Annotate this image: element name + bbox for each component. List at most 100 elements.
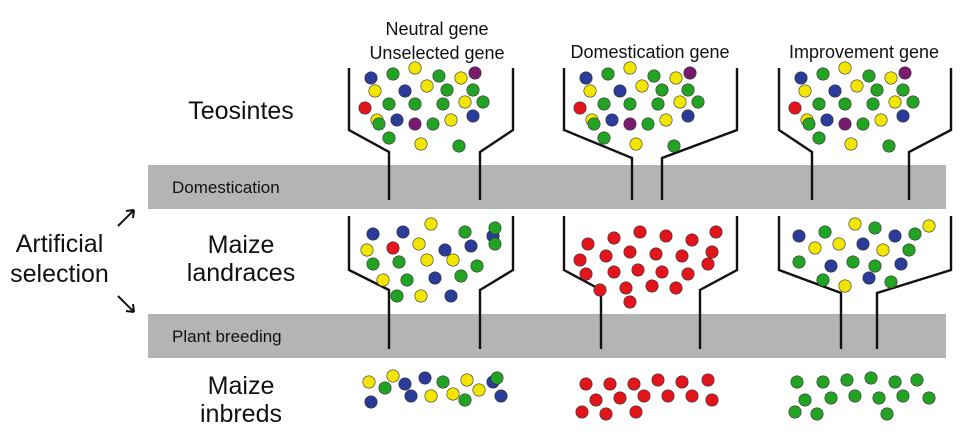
teosinte-improvement-dot — [820, 113, 834, 127]
inbred-improvement-dot — [840, 373, 854, 387]
teosinte-improvement-dot — [794, 71, 808, 85]
teosinte-improvement-dot — [844, 137, 858, 151]
landrace-domestication-dot — [669, 281, 683, 295]
landrace-improvement-dot — [848, 217, 862, 231]
artificial-selection-line2: selection — [10, 260, 109, 288]
landrace-domestication-dot — [685, 233, 699, 247]
teosinte-improvement-dot — [850, 79, 864, 93]
landrace-improvement-funnel-left-wall — [777, 216, 843, 349]
inbred-improvement-dot — [848, 389, 862, 403]
landrace-neutral-dot — [458, 225, 472, 239]
teosinte-domestication-dot — [623, 117, 637, 131]
landrace-domestication-dot — [681, 267, 695, 281]
selection-arrows — [117, 209, 135, 313]
teosinte-domestication-dot — [669, 71, 683, 85]
inbred-improvement-dot — [788, 405, 802, 419]
teosinte-improvement-dot — [798, 84, 812, 98]
landraces-label-line2: landraces — [186, 259, 296, 287]
landrace-neutral-funnel-right-wall — [478, 216, 515, 349]
landrace-domestication-dot — [633, 225, 647, 239]
landrace-domestication-dot — [619, 281, 633, 295]
landrace-neutral-dot — [386, 241, 400, 255]
inbred-improvement-dot — [790, 375, 804, 389]
landrace-domestication-dot — [645, 279, 659, 293]
landrace-improvement-dot — [876, 243, 890, 257]
inbred-neutral-dot — [418, 371, 432, 385]
breeding-band — [148, 314, 946, 358]
teosinte-improvement-dot — [838, 97, 852, 111]
teosinte-neutral-dot — [468, 66, 482, 80]
teosinte-improvement-funnel-left-wall — [777, 68, 814, 200]
landrace-domestication-dot — [607, 231, 621, 245]
teosinte-neutral-dot — [414, 137, 428, 151]
inbred-domestication-dot — [637, 389, 651, 403]
teosinte-domestication-dot — [659, 113, 673, 127]
landrace-domestication-dot — [623, 295, 637, 309]
teosinte-domestication-dot — [681, 83, 695, 97]
teosinte-domestication-dot — [623, 61, 637, 75]
inbred-neutral-dot — [446, 387, 460, 401]
teosinte-domestication-dot — [601, 67, 615, 81]
inbred-improvement-dot — [798, 393, 812, 407]
landrace-domestication-dot — [709, 225, 723, 239]
inbred-domestication-dot — [675, 375, 689, 389]
inbred-domestication-dot — [589, 393, 603, 407]
landrace-domestication-dot — [631, 263, 645, 277]
inbred-neutral-dot — [458, 393, 472, 407]
teosinte-neutral-dot — [440, 83, 454, 97]
teosinte-neutral-dot — [454, 71, 468, 85]
teosinte-neutral-dot — [408, 97, 422, 111]
teosinte-improvement-dot — [812, 131, 826, 145]
teosinte-neutral-dot — [398, 84, 412, 98]
teosinte-domestication-dot — [629, 137, 643, 151]
inbred-domestication-dot — [705, 393, 719, 407]
landrace-improvement-dot — [838, 279, 852, 293]
inbred-domestication-dot — [661, 389, 675, 403]
inbred-domestication-dot — [629, 405, 643, 419]
inbred-domestication-dot — [603, 377, 617, 391]
inbred-improvement-dot — [872, 391, 886, 405]
teosinte-domestication-dot — [691, 95, 705, 109]
landrace-domestication-dot — [705, 245, 719, 259]
inbred-domestication-dot — [651, 373, 665, 387]
teosinte-improvement-dot — [896, 109, 910, 123]
teosinte-improvement-dot — [828, 84, 842, 98]
inbred-neutral-dot — [460, 373, 474, 387]
teosinte-neutral-dot — [426, 117, 440, 131]
arrow-up-icon — [117, 209, 135, 227]
teosinte-improvement-dot — [882, 139, 896, 153]
teosinte-improvement-dot — [888, 95, 902, 109]
teosinte-improvement-dot — [788, 101, 802, 115]
breeding-band-label: Plant breeding — [172, 327, 282, 346]
landrace-neutral-dot — [438, 243, 452, 257]
teosinte-neutral-dot — [382, 131, 396, 145]
landrace-neutral-dot — [454, 269, 468, 283]
teosinte-domestication-dot — [641, 117, 655, 131]
teosinte-domestication-dot — [605, 113, 619, 127]
inbred-neutral-dot — [386, 369, 400, 383]
landrace-neutral-dot — [366, 257, 380, 271]
teosinte-improvement-dot — [884, 71, 898, 85]
inbred-neutral-dot — [404, 389, 418, 403]
teosinte-neutral-dot — [444, 113, 458, 127]
inbred-neutral-dot — [364, 395, 378, 409]
teosinte-improvement-funnel-right-wall — [907, 68, 953, 200]
inbred-improvement-dot — [888, 375, 902, 389]
teosinte-domestication-dot — [579, 71, 593, 85]
inbred-improvement-dot — [816, 375, 830, 389]
teosinte-improvement-dot — [896, 83, 910, 97]
teosinte-domestication-dot — [583, 84, 597, 98]
inbred-domestication-dot — [579, 377, 593, 391]
inbred-improvement-dot — [896, 389, 910, 403]
teosinte-improvement-dot — [812, 97, 826, 111]
teosinte-domestication-dot — [613, 84, 627, 98]
landrace-neutral-dot — [414, 289, 428, 303]
landrace-improvement-dot — [894, 257, 908, 271]
teosinte-improvement-dot — [856, 117, 870, 131]
teosinte-neutral-dot — [364, 71, 378, 85]
teosinte-domestication-funnel-left-wall — [562, 68, 634, 200]
landrace-domestication-dot — [659, 229, 673, 243]
teosinte-neutral-dot — [432, 69, 446, 83]
teosinte-domestication-dot — [597, 131, 611, 145]
